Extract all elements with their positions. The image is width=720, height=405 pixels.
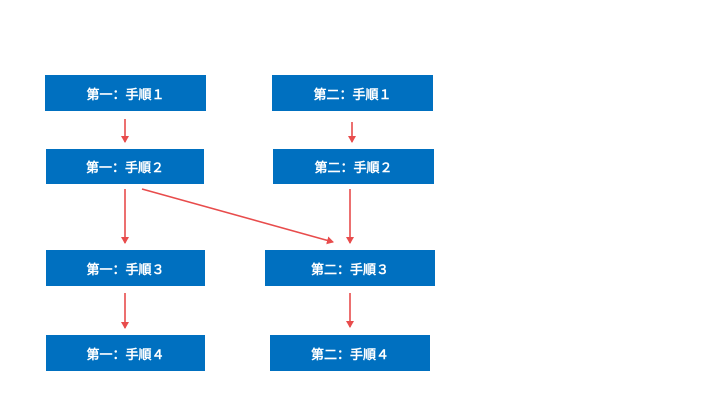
step-box-second-2: 第二：手順２: [273, 149, 434, 184]
step-label: 第一：手順２: [85, 161, 164, 176]
step-label: 第二：手順４: [310, 347, 389, 363]
step-label: 第一：手順１: [86, 87, 165, 103]
step-label: 第二：手順３: [310, 262, 389, 278]
step-label: 第二：手順１: [313, 87, 392, 103]
step-label: 第一：手順４: [86, 347, 165, 363]
step-box-first-3: 第一：手順３: [46, 250, 205, 286]
step-box-second-4: 第二：手順４: [270, 335, 430, 371]
step-label: 第二：手順２: [314, 161, 393, 176]
step-box-second-1: 第二：手順１: [272, 75, 433, 111]
step-box-first-4: 第一：手順４: [46, 335, 205, 371]
step-box-second-3: 第二：手順３: [265, 250, 435, 286]
edge-arrow: [141, 188, 334, 245]
step-box-first-2: 第一：手順２: [46, 149, 204, 184]
step-box-first-1: 第一：手順１: [45, 75, 206, 111]
step-label: 第一：手順３: [86, 262, 165, 278]
